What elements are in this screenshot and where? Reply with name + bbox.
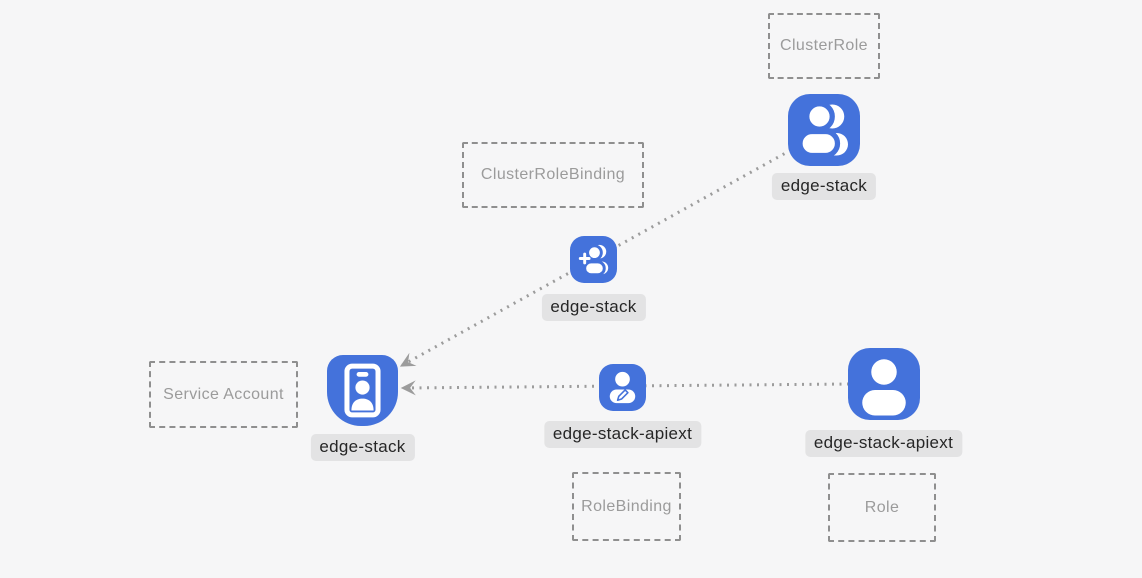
user-icon	[848, 348, 920, 420]
node-label: edge-stack-apiext	[804, 430, 963, 457]
node-clusterrole-edge-stack: edge-stack	[771, 94, 877, 200]
type-box-label: RoleBinding	[581, 497, 672, 515]
type-box-label: Role	[864, 498, 900, 516]
id-badge-icon	[327, 355, 398, 426]
type-box-clusterrolebinding: ClusterRoleBinding	[462, 142, 644, 208]
node-role-edge-stack-apiext: edge-stack-apiext	[804, 348, 963, 457]
node-rolebinding-edge-stack-apiext: edge-stack-apiext	[543, 364, 702, 448]
type-box-label: Service Account	[163, 385, 284, 403]
user-plus-icon	[570, 236, 617, 283]
type-box-label: ClusterRole	[780, 37, 868, 54]
node-label: edge-stack	[310, 434, 415, 461]
type-box-label: ClusterRoleBinding	[480, 166, 626, 183]
node-label: edge-stack	[771, 173, 877, 200]
type-box-clusterrole: ClusterRole	[768, 13, 880, 79]
type-box-service-account: Service Account	[149, 361, 298, 428]
type-box-role: Role	[828, 473, 936, 542]
users-icon	[788, 94, 860, 166]
node-service-account-edge-stack: edge-stack	[310, 355, 415, 461]
type-box-rolebinding: RoleBinding	[572, 472, 681, 541]
node-clusterrolebinding-edge-stack: edge-stack	[541, 236, 646, 321]
node-label: edge-stack	[541, 294, 646, 321]
node-label: edge-stack-apiext	[543, 421, 702, 448]
user-edit-icon	[599, 364, 646, 411]
